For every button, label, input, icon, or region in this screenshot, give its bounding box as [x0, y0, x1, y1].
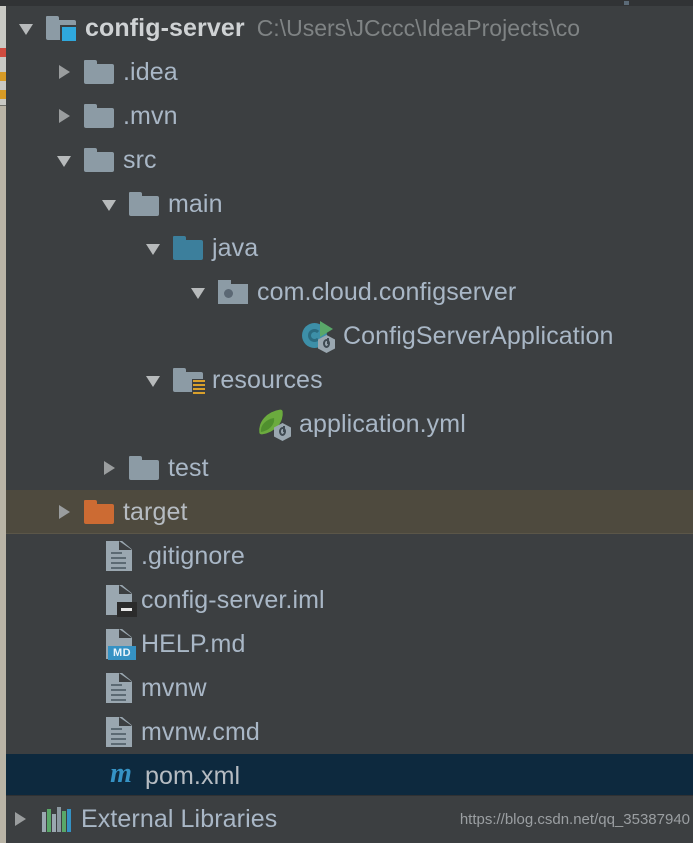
chevron-down-icon[interactable] [188, 281, 210, 303]
tree-label-java: java [212, 233, 259, 262]
md-badge-label: MD [108, 646, 136, 660]
tree-row-root[interactable]: config-server C:\Users\JCccc\IdeaProject… [6, 6, 693, 50]
module-folder-icon [46, 16, 78, 43]
maven-file-icon: m [110, 758, 132, 789]
chevron-right-icon[interactable] [54, 61, 76, 83]
folder-icon [129, 192, 159, 216]
tree-row-help-md[interactable]: MD HELP.md [6, 622, 693, 666]
libraries-icon [42, 806, 72, 832]
tree-row-main[interactable]: main [6, 182, 693, 226]
chevron-right-icon[interactable] [54, 105, 76, 127]
chevron-down-icon[interactable] [143, 369, 165, 391]
tree-label-pom-xml: pom.xml [145, 761, 241, 790]
gutter-error-marker[interactable] [0, 48, 6, 57]
chevron-right-icon[interactable] [10, 808, 32, 830]
tree-label-package: com.cloud.configserver [257, 277, 517, 306]
tree-label-src: src [123, 145, 157, 174]
tree-row-config-server-application[interactable]: ConfigServerApplication [6, 314, 693, 358]
tree-row-idea[interactable]: .idea [6, 50, 693, 94]
chevron-down-icon[interactable] [16, 17, 38, 39]
tree-row-java[interactable]: java [6, 226, 693, 270]
toolbar-strip [0, 0, 693, 6]
gutter-divider [0, 105, 6, 106]
tree-label-config-server-iml: config-server.iml [141, 585, 325, 614]
excluded-folder-icon [84, 500, 114, 524]
tree-label-mvn: .mvn [123, 101, 178, 130]
tree-label-mvnw-cmd: mvnw.cmd [141, 717, 260, 746]
tree-row-mvnw-cmd[interactable]: mvnw.cmd [6, 710, 693, 754]
tree-label-gitignore: .gitignore [141, 541, 245, 570]
tree-row-mvnw[interactable]: mvnw [6, 666, 693, 710]
tree-label-external-libraries: External Libraries [81, 804, 278, 833]
tree-label-root: config-server [85, 13, 245, 42]
gutter-lower-segment [0, 105, 6, 843]
resources-folder-icon [173, 368, 206, 396]
tree-row-resources[interactable]: resources [6, 358, 693, 402]
tree-label-mvnw: mvnw [141, 673, 207, 702]
watermark-text: https://blog.csdn.net/qq_35387940 [459, 811, 690, 828]
spring-boot-class-icon [302, 321, 335, 353]
project-tree[interactable]: config-server C:\Users\JCccc\IdeaProject… [6, 6, 693, 798]
tree-leaf-spacer [234, 413, 256, 435]
folder-icon [129, 456, 159, 480]
tree-row-target[interactable]: target [6, 490, 693, 534]
iml-file-icon [106, 585, 137, 617]
tree-row-mvn[interactable]: .mvn [6, 94, 693, 138]
chevron-down-icon[interactable] [99, 193, 121, 215]
tree-row-gitignore[interactable]: .gitignore [6, 534, 693, 578]
tree-row-pom-xml[interactable]: m pom.xml [6, 754, 693, 798]
tree-label-target: target [123, 497, 188, 526]
folder-icon [84, 104, 114, 128]
chevron-right-icon[interactable] [54, 501, 76, 523]
text-file-icon [106, 673, 132, 703]
text-file-icon [106, 717, 132, 747]
chevron-right-icon[interactable] [99, 457, 121, 479]
tree-label-application-yml: application.yml [299, 409, 466, 438]
tree-label-main: main [168, 189, 223, 218]
gutter-warning-marker[interactable] [0, 90, 6, 99]
tree-row-src[interactable]: src [6, 138, 693, 182]
chevron-down-icon[interactable] [54, 149, 76, 171]
tree-row-config-server-iml[interactable]: config-server.iml [6, 578, 693, 622]
tree-row-test[interactable]: test [6, 446, 693, 490]
folder-icon [84, 148, 114, 172]
tree-label-idea: .idea [123, 57, 178, 86]
gutter-warning-marker[interactable] [0, 72, 6, 81]
project-path: C:\Users\JCccc\IdeaProjects\co [256, 14, 581, 41]
chevron-down-icon[interactable] [143, 237, 165, 259]
tree-leaf-spacer [278, 325, 300, 347]
spring-leaf-icon [256, 409, 291, 441]
tree-label-help-md: HELP.md [141, 629, 246, 658]
toolbar-dot-icon [624, 1, 629, 5]
source-root-folder-icon [173, 236, 203, 260]
analysis-gutter[interactable] [0, 6, 6, 843]
text-file-icon [106, 541, 132, 571]
tree-label-config-server-application: ConfigServerApplication [343, 321, 614, 350]
markdown-file-icon: MD [106, 629, 136, 660]
tree-label-resources: resources [212, 365, 323, 394]
tree-label-test: test [168, 453, 209, 482]
folder-icon [84, 60, 114, 84]
tree-row-application-yml[interactable]: application.yml [6, 402, 693, 446]
package-icon [218, 280, 248, 304]
tree-row-package[interactable]: com.cloud.configserver [6, 270, 693, 314]
tree-row-external-libraries[interactable]: External Libraries https://blog.csdn.net… [6, 795, 693, 843]
